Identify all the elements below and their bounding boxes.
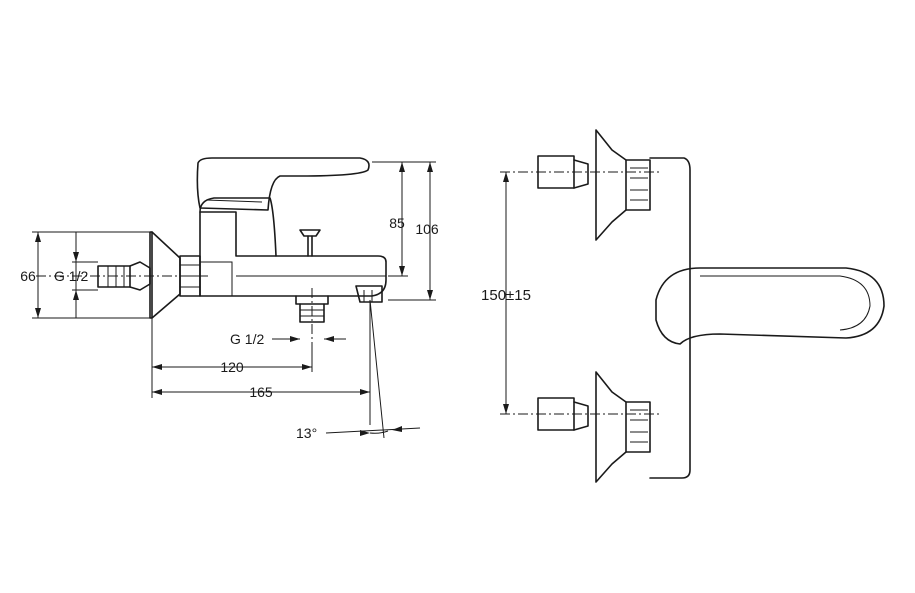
diverter-knob bbox=[299, 229, 321, 237]
side-view-dimensions bbox=[32, 161, 436, 439]
lower-flange bbox=[595, 371, 627, 483]
label-outlet-thread: G 1/2 bbox=[230, 331, 264, 347]
label-spout-projection: 165 bbox=[249, 384, 273, 400]
front-body bbox=[649, 157, 691, 479]
label-inlet-spacing: 150±15 bbox=[481, 287, 531, 304]
lever-handle bbox=[196, 157, 370, 211]
wall-flange bbox=[151, 231, 181, 319]
upper-flange bbox=[595, 129, 627, 241]
front-spout bbox=[655, 267, 885, 345]
label-inlet-height: 66 bbox=[20, 268, 36, 284]
cartridge-housing bbox=[199, 197, 277, 257]
upper-nut bbox=[625, 159, 651, 211]
shower-outlet bbox=[295, 295, 329, 305]
front-view-faucet bbox=[537, 129, 885, 483]
lower-nut bbox=[625, 401, 651, 453]
label-total-height: 106 bbox=[415, 221, 439, 237]
front-view-dimensions bbox=[500, 171, 660, 415]
label-spout-angle: 13° bbox=[296, 425, 317, 441]
side-view-faucet bbox=[97, 157, 387, 323]
label-spout-height: 85 bbox=[389, 215, 405, 231]
label-outlet-distance: 120 bbox=[220, 359, 244, 375]
mixer-body bbox=[199, 211, 387, 297]
spout-aerator bbox=[355, 285, 383, 303]
label-inlet-thread: G 1/2 bbox=[54, 268, 88, 284]
